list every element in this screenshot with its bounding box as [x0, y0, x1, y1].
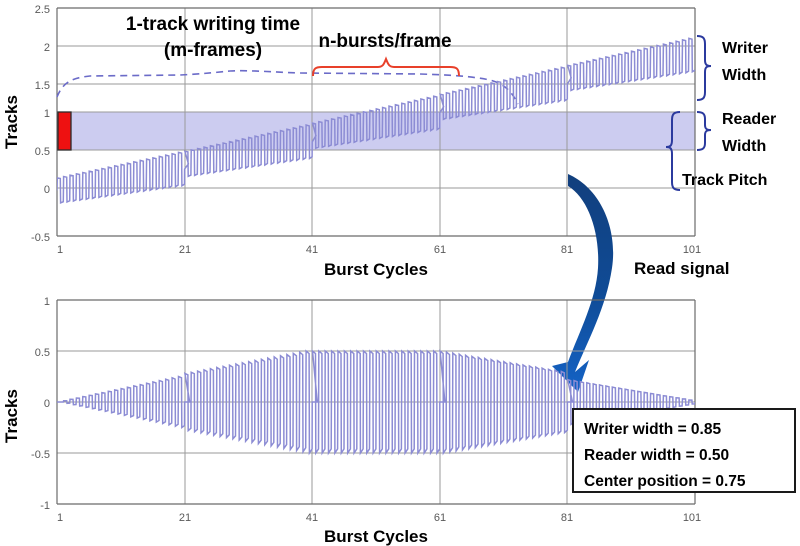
upper-xtick: 21: [179, 244, 191, 256]
lower-ytick: 1: [44, 296, 50, 308]
lower-xtick: 1: [57, 512, 63, 524]
lower-ytick-labels: 1 0.5 0 -0.5 -1: [31, 296, 50, 512]
read-waveform-group: [57, 349, 695, 456]
upper-xtick: 101: [683, 244, 701, 256]
red-reader-marker: [57, 111, 72, 151]
upper-ytick: 2: [44, 42, 50, 54]
write-waveform: [57, 37, 695, 205]
upper-xtick-labels: 1 21 41 61 81 101: [57, 244, 701, 256]
param-reader-width: Reader width = 0.50: [584, 447, 729, 464]
lower-xtick-labels: 1 21 41 61 81 101: [57, 512, 701, 524]
upper-yaxis-label: Tracks: [2, 95, 21, 149]
upper-ytick: -0.5: [31, 232, 50, 244]
upper-xtick: 61: [434, 244, 446, 256]
right-braces: [665, 35, 712, 191]
upper-xtick: 81: [561, 244, 573, 256]
upper-ytick: 1.5: [35, 80, 50, 92]
arrow-shape: [552, 174, 614, 392]
reader-width-brace: [696, 111, 712, 151]
writer-width-label-line1: Writer: [722, 40, 768, 57]
upper-ytick: 0: [44, 184, 50, 196]
read-signal-label: Read signal: [634, 259, 729, 278]
param-writer-width: Writer width = 0.85: [584, 421, 721, 438]
lower-ytick: 0: [44, 398, 50, 410]
writer-width-brace: [696, 35, 712, 101]
upper-ytick: 1: [44, 108, 50, 120]
annotation-writing-time-line2: (m-frames): [164, 40, 262, 61]
writer-width-label-line2: Width: [722, 67, 766, 84]
annotation-bursts-per-frame: n-bursts/frame: [318, 31, 451, 52]
lower-ytick: -1: [40, 500, 50, 512]
upper-xtick: 1: [57, 244, 63, 256]
upper-chart: 2.5 2 1.5 1 0.5 0 -0.5 1 21 41 61 81 101…: [2, 4, 776, 279]
lower-xtick: 101: [683, 512, 701, 524]
track-pitch-label: Track Pitch: [682, 172, 767, 189]
upper-ytick: 2.5: [35, 4, 50, 16]
lower-xtick: 41: [306, 512, 318, 524]
annotation-writing-time-line1: 1-track writing time: [126, 14, 300, 35]
params-box-border: [572, 408, 796, 493]
lower-chart: 1 0.5 0 -0.5 -1 1 21 41 61 81 101 Burst …: [2, 296, 701, 546]
lower-xtick: 21: [179, 512, 191, 524]
lower-yaxis-label: Tracks: [2, 389, 21, 443]
write-waveform-group: [57, 37, 695, 205]
read-signal-arrow: [552, 174, 614, 392]
upper-xtick: 41: [306, 244, 318, 256]
lower-xtick: 61: [434, 512, 446, 524]
track-pitch-brace: [665, 111, 681, 191]
reader-width-label-line2: Width: [722, 138, 766, 155]
param-center-position: Center position = 0.75: [584, 473, 746, 490]
upper-xaxis-label: Burst Cycles: [324, 260, 428, 279]
upper-ytick: 0.5: [35, 146, 50, 158]
upper-plot-frame: [56, 7, 696, 237]
lower-xtick: 81: [561, 512, 573, 524]
n-bursts-red-brace: [312, 56, 460, 77]
lower-ytick: 0.5: [35, 347, 50, 359]
params-box: Writer width = 0.85 Reader width = 0.50 …: [572, 408, 796, 493]
writer-top-dashed-envelope: [56, 69, 519, 105]
lower-xaxis-label: Burst Cycles: [324, 527, 428, 546]
read-waveform: [57, 349, 695, 456]
reader-width-label-line1: Reader: [722, 111, 776, 128]
lower-ytick: -0.5: [31, 449, 50, 461]
upper-ytick-labels: 2.5 2 1.5 1 0.5 0 -0.5: [31, 4, 50, 244]
